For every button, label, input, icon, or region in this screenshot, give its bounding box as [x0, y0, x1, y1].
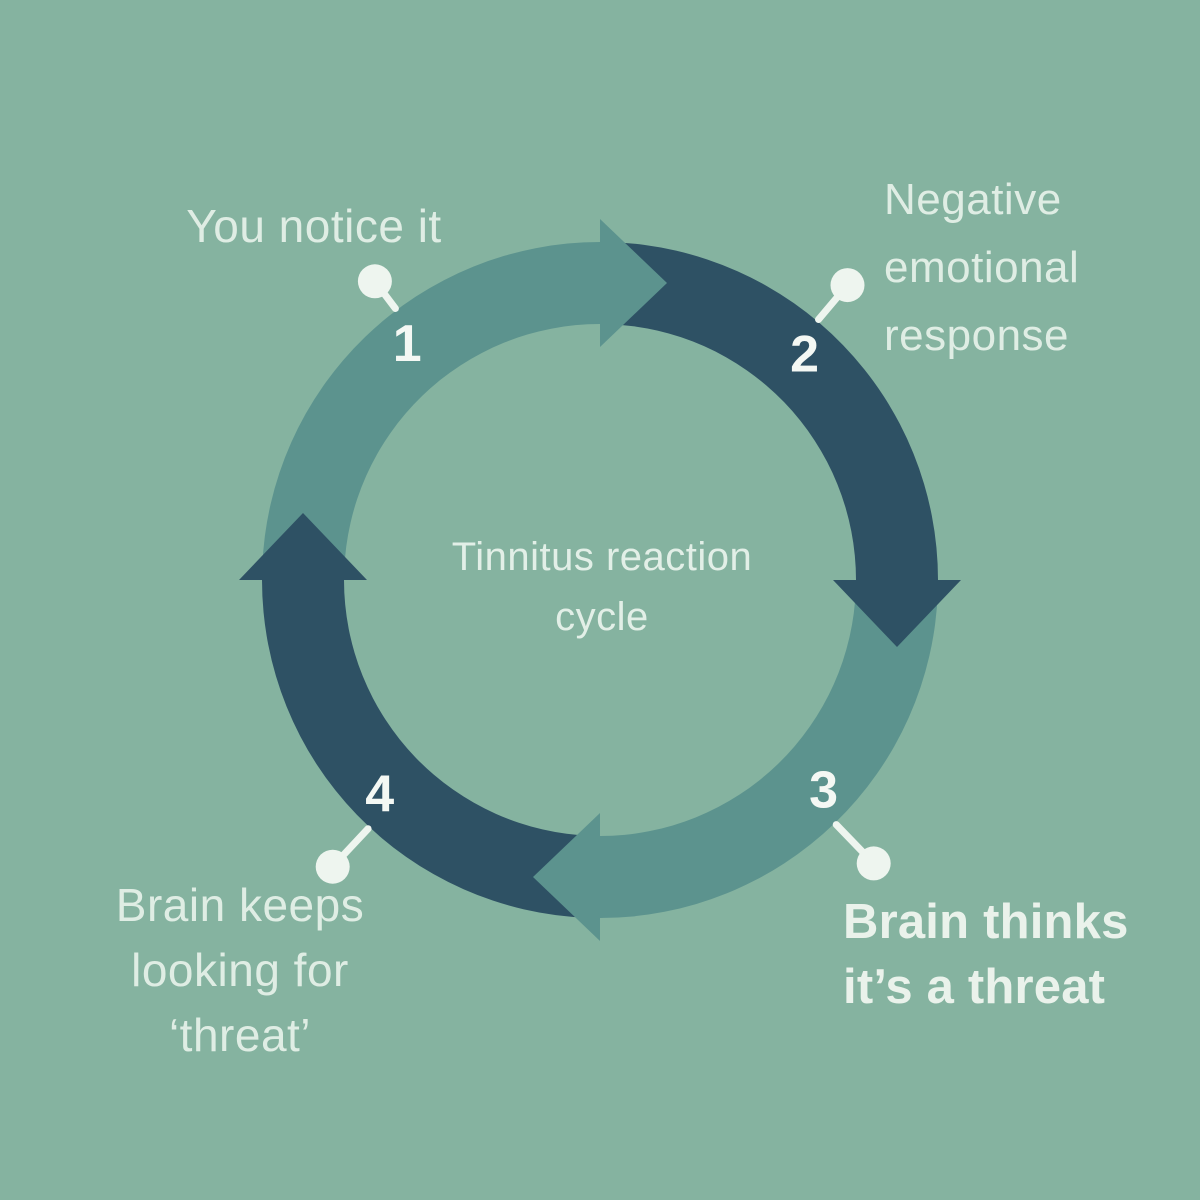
callout-dot-1	[357, 264, 392, 299]
step-2-label: Negative emotional response	[884, 175, 1080, 360]
step-number-4: 4	[365, 765, 394, 823]
step-1-label: You notice it	[186, 200, 442, 252]
callout-dot-3	[856, 846, 891, 881]
cycle-segment-2	[608, 242, 939, 580]
callout-dot-4	[315, 849, 350, 884]
cycle-arrowhead-2	[833, 580, 961, 647]
cycle-segment-1	[262, 241, 600, 572]
cycle-arrowhead-3	[533, 813, 600, 941]
step-4-label: Brain keeps looking for ‘threat’	[115, 879, 365, 1061]
callout-line-2	[815, 290, 844, 323]
callout-line-3	[832, 821, 869, 859]
step-3-label: Brain thinks it’s a threat	[843, 895, 1129, 1014]
cycle-arrowhead-4	[239, 513, 367, 580]
step-number-1: 1	[393, 315, 422, 373]
step-number-2: 2	[790, 325, 819, 383]
step-number-3: 3	[809, 761, 838, 819]
callout-line-4	[337, 825, 372, 862]
cycle-title: Tinnitus reaction cycle	[451, 535, 753, 639]
cycle-arrowhead-1	[600, 219, 667, 347]
callout-dot-2	[830, 268, 865, 303]
cycle-segment-4	[262, 580, 592, 918]
cycle-segment-3	[600, 588, 938, 918]
